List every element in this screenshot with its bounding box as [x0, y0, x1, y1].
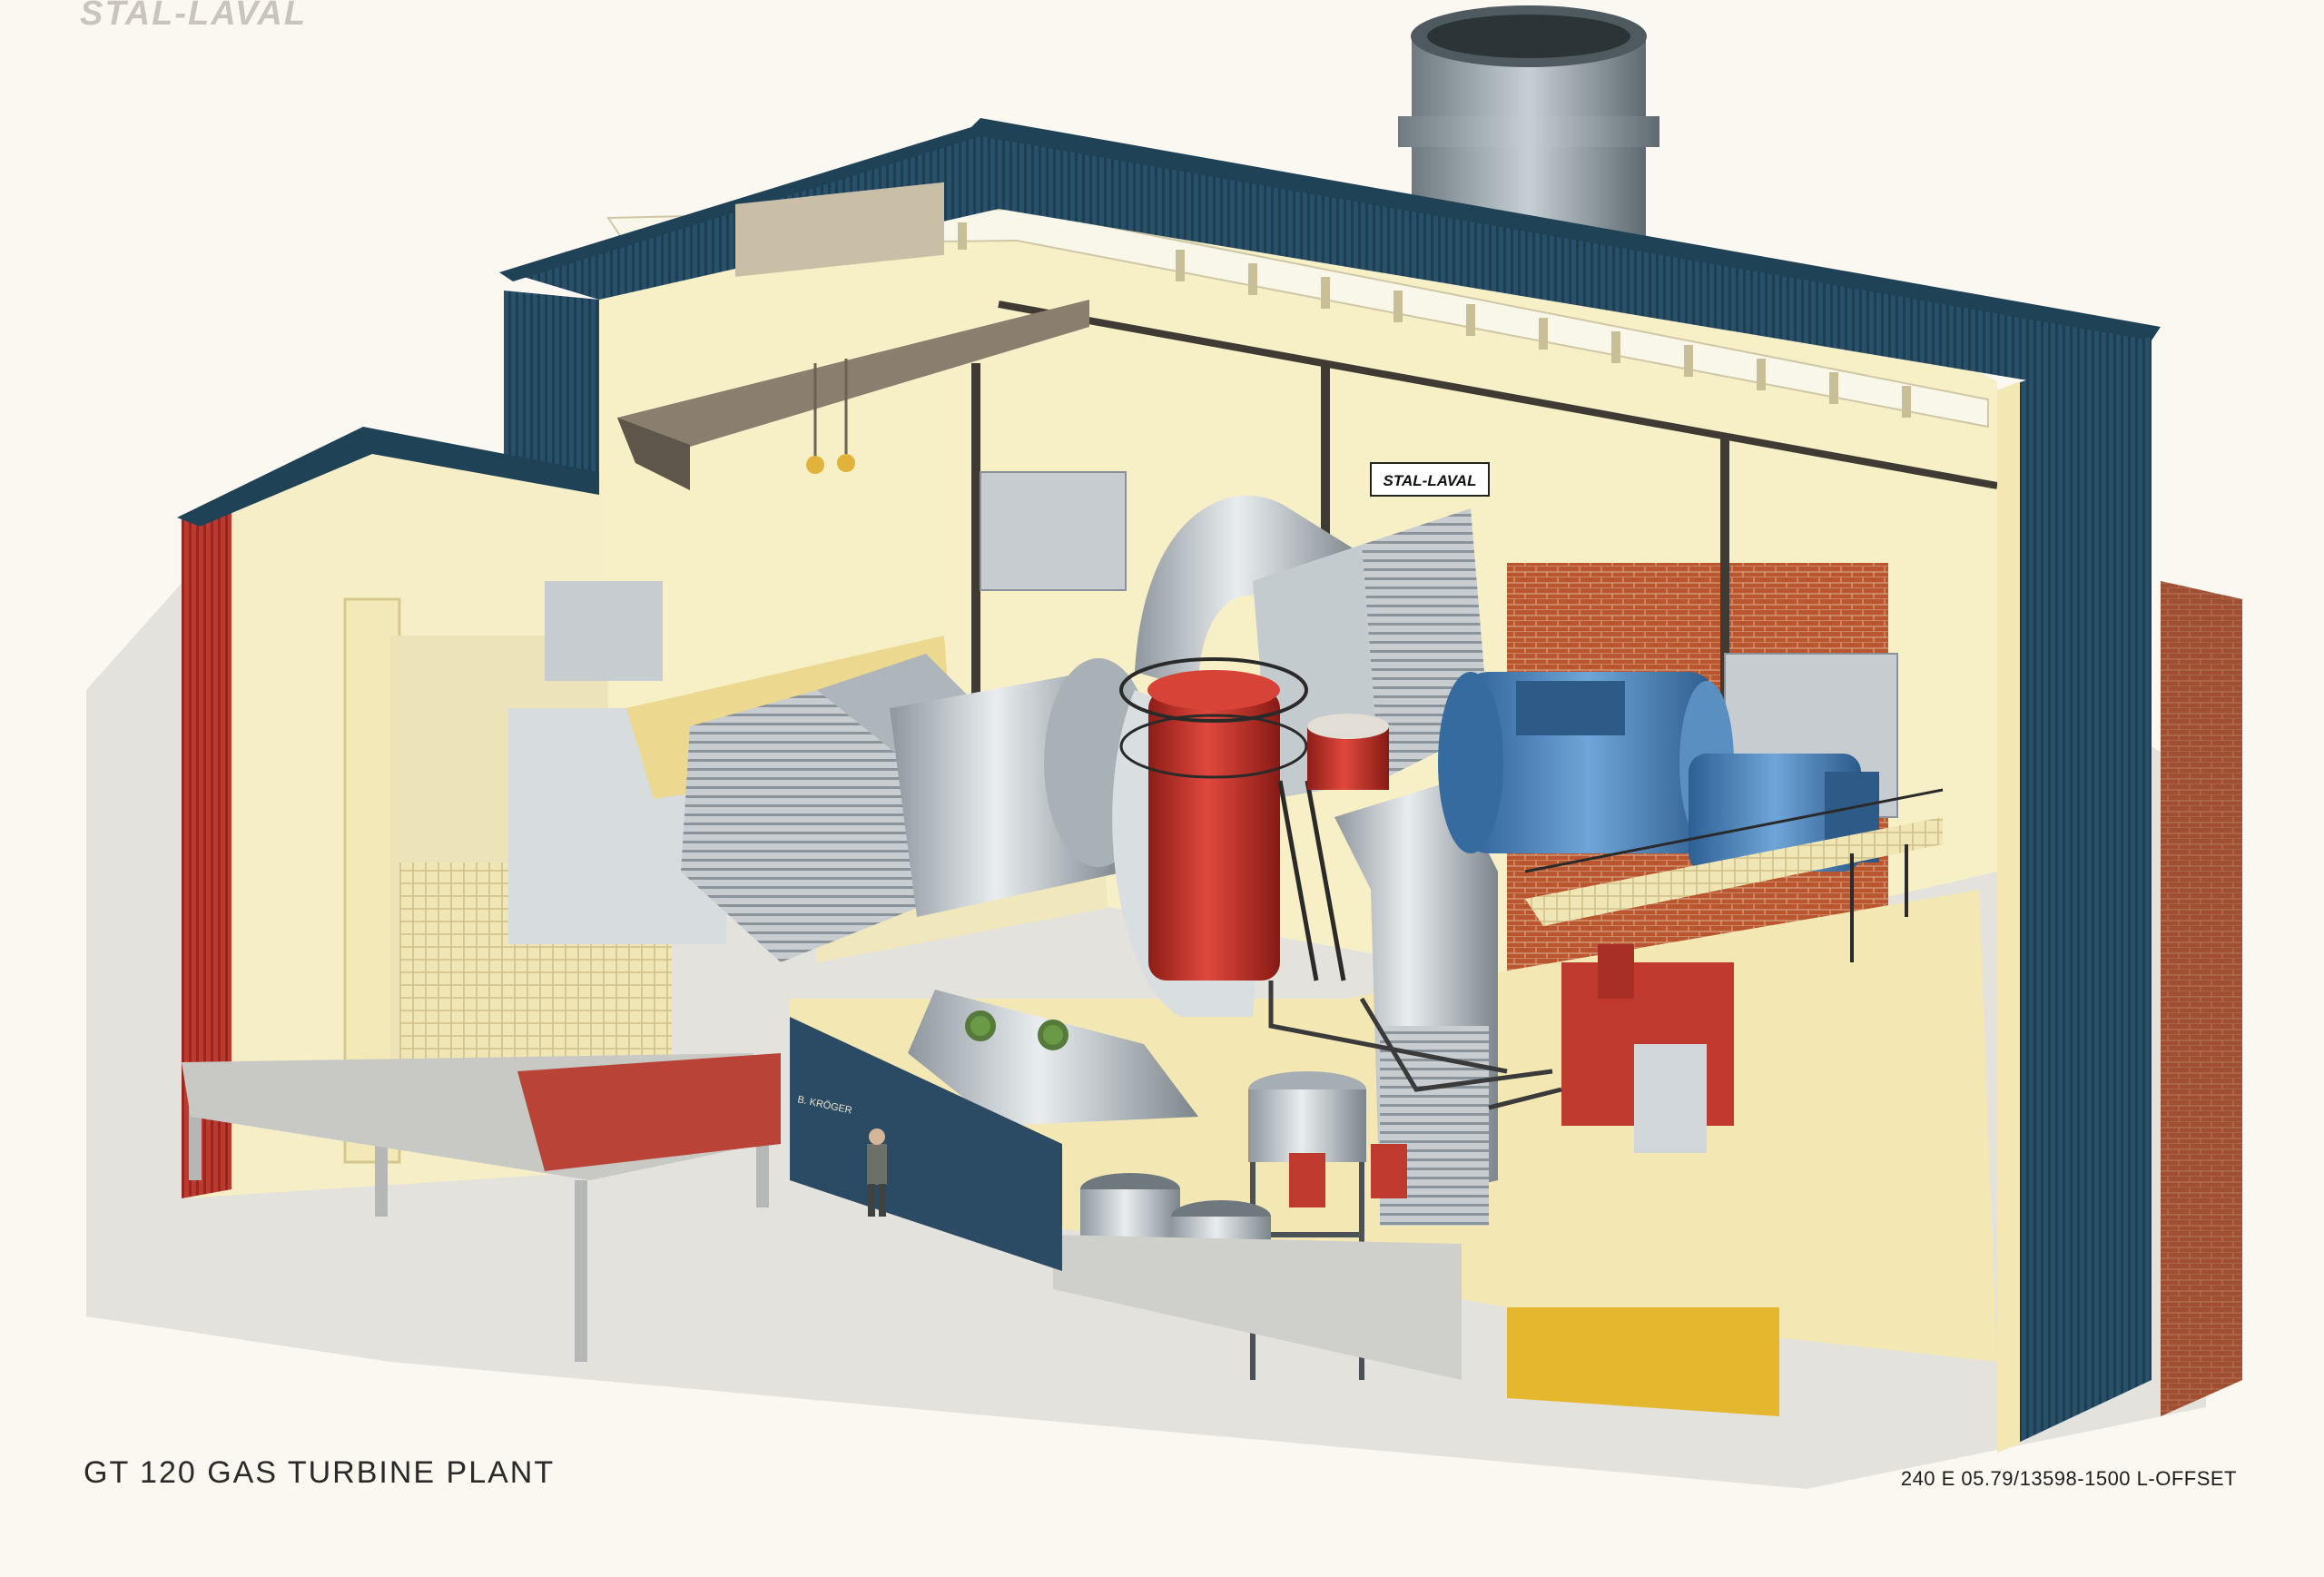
brand-plate [1370, 462, 1490, 497]
red-pump-units [1289, 1144, 1407, 1207]
caption-title: GT 120 GAS TURBINE PLANT [84, 1455, 556, 1490]
walkway-gallery [1524, 788, 1944, 962]
pipework [1268, 981, 1562, 1110]
lower-yellow-panel [1507, 1307, 1779, 1416]
lube-oil-skid [1561, 944, 1734, 1153]
overhead-crane [617, 182, 1089, 490]
header-brand: STAL-LAVAL [80, 0, 308, 33]
gas-turbine-casing [890, 658, 1153, 917]
crane-runway-beam [998, 301, 1998, 489]
combustion-chamber [1119, 657, 1346, 981]
basement-slab [1053, 1235, 1462, 1380]
hall-left-upper-wall [504, 291, 599, 508]
person-figure [867, 1129, 887, 1217]
tank-tower [1248, 1071, 1366, 1380]
generator [1438, 672, 1879, 872]
small-red-vessel [1307, 714, 1389, 790]
hall-right-wall [1997, 336, 2152, 1453]
print-code: 240 E 05.79/13598-1500 L-OFFSET [1900, 1467, 2237, 1490]
brand-plate-text: STAL-LAVAL [1384, 472, 1477, 489]
valves-green [965, 1010, 1068, 1050]
air-intake-building [177, 427, 726, 1198]
